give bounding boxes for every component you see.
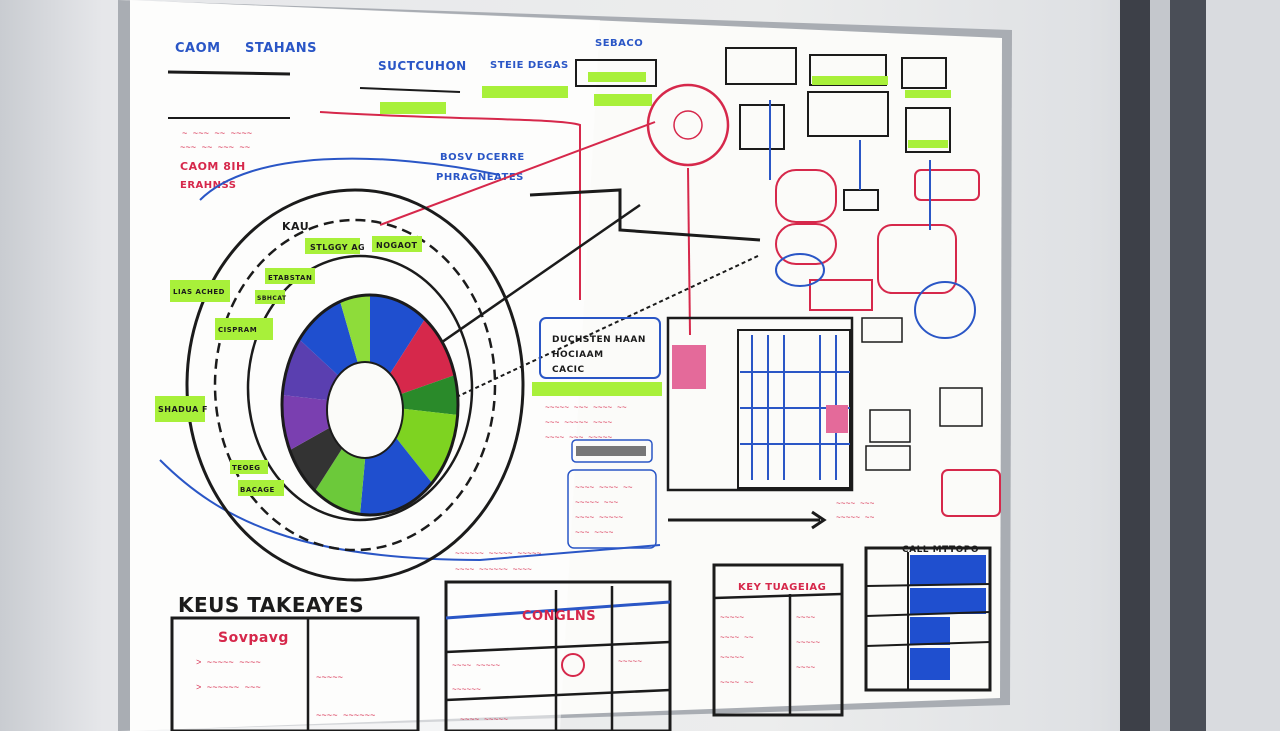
sticky-label-3: ETABSTAN: [268, 274, 312, 282]
sticky-label-5: SBHCAT: [257, 295, 287, 302]
top-left-title-2: STAHANS: [245, 41, 317, 56]
table4-header: CALL MTTOPO: [902, 545, 979, 555]
svg-text:~~~~ ~~~~ ~~: ~~~~ ~~~~ ~~: [575, 484, 633, 493]
sticky-label-6: SHADUA F: [158, 405, 208, 414]
svg-text:> ~~~~~~ ~~~: > ~~~~~~ ~~~: [196, 683, 261, 693]
sticky-label-4: LIAS ACHED: [173, 288, 225, 296]
sticky-label-8: TEOEG: [232, 464, 261, 472]
sticky-label-9: BACAGE: [240, 486, 275, 494]
svg-text:~~~~ ~~~~~~ ~~~~: ~~~~ ~~~~~~ ~~~~: [455, 566, 532, 575]
svg-text:~~~~ ~~~~~: ~~~~ ~~~~~: [460, 716, 508, 725]
table3-header: KEY TUAGEIAG: [738, 582, 826, 593]
left-note-2: ERAHNSS: [180, 180, 236, 191]
svg-text:~~~~ ~~: ~~~~ ~~: [720, 634, 754, 643]
takeaways-title: KEUS TAKEAYES: [178, 593, 364, 617]
svg-text:~~~~~: ~~~~~: [720, 614, 744, 623]
svg-text:~~~~~: ~~~~~: [720, 654, 744, 663]
svg-text:~~~ ~~~~~ ~~~~: ~~~ ~~~~~ ~~~~: [545, 419, 612, 428]
svg-text:~~~ ~~~~: ~~~ ~~~~: [575, 529, 614, 538]
table2-header: CONGLNS: [522, 609, 596, 624]
svg-text:~~~~~~: ~~~~~~: [452, 686, 481, 695]
svg-text:~~~~ ~~~~~: ~~~~ ~~~~~: [452, 662, 500, 671]
svg-text:> ~~~~~ ~~~~: > ~~~~~ ~~~~: [196, 658, 261, 668]
svg-text:~~~~ ~~~~~~: ~~~~ ~~~~~~: [316, 711, 375, 721]
svg-text:~~~~~ ~~~: ~~~~~ ~~~: [575, 499, 618, 508]
outer-ring: [185, 188, 525, 582]
takeaways-table-2: [444, 580, 672, 731]
center-note-2: PHRAGNEATES: [436, 172, 524, 183]
svg-text:~~~~~ ~~~ ~~~~ ~~: ~~~~~ ~~~ ~~~~ ~~: [545, 404, 627, 413]
sticky-label-1: STLGGY AG: [310, 243, 365, 252]
kau-label: KAU: [282, 220, 309, 233]
door-frame-left: [1120, 0, 1150, 731]
svg-text:~~~~ ~~~~~: ~~~~ ~~~~~: [575, 514, 623, 523]
sticky-label-2: NOGAOT: [376, 241, 418, 250]
top-right-title: SEBACO: [595, 38, 643, 49]
top-center-title-2: STEIE DEGAS: [490, 60, 569, 71]
pie-wheel: [280, 293, 460, 517]
table1-header: Sovpavg: [218, 630, 289, 646]
svg-text:~~~~~: ~~~~~: [796, 639, 820, 648]
takeaways-table-4: [864, 546, 992, 692]
svg-text:~~~~~~ ~~~~~ ~~~~~: ~~~~~~ ~~~~~ ~~~~~: [455, 550, 542, 559]
svg-text:~~~~ ~~: ~~~~ ~~: [720, 679, 754, 688]
svg-text:~~~~~: ~~~~~: [316, 673, 343, 683]
svg-text:~~~~ ~~~ ~~~~~: ~~~~ ~~~ ~~~~~: [545, 434, 612, 443]
data-note-3: CACIC: [552, 365, 585, 375]
takeaways-table-1: [170, 616, 420, 731]
top-center-title: SUCTCUHON: [378, 59, 467, 73]
left-note-1: CAOM 8IH: [180, 160, 246, 173]
data-note-1: DUCHSTEN HAAN: [552, 335, 646, 345]
svg-text:~~~~ ~~~: ~~~~ ~~~: [836, 500, 875, 509]
svg-text:~~~~~: ~~~~~: [618, 658, 642, 667]
svg-text:~~~~: ~~~~: [796, 664, 815, 673]
grid-diagram: [666, 316, 854, 492]
data-note-2: HOCIAAM: [552, 350, 604, 360]
takeaways-table-3: [712, 563, 844, 717]
svg-text:~ ~~~ ~~ ~~~~: ~ ~~~ ~~ ~~~~: [182, 129, 252, 139]
svg-text:~~~~: ~~~~: [796, 614, 815, 623]
svg-text:~~~~~ ~~: ~~~~~ ~~: [836, 514, 875, 523]
top-left-title: CAOM: [175, 41, 221, 56]
center-note-1: BOSV DCERRE: [440, 152, 525, 163]
svg-text:~~~ ~~ ~~~ ~~: ~~~ ~~ ~~~ ~~: [180, 143, 250, 153]
sticky-label-7: CISPRAM: [218, 326, 257, 334]
sticky-notes: STLGGY AG NOGAOT ETABSTAN LIAS ACHED SBH…: [155, 236, 662, 496]
door-frame-right: [1170, 0, 1206, 731]
